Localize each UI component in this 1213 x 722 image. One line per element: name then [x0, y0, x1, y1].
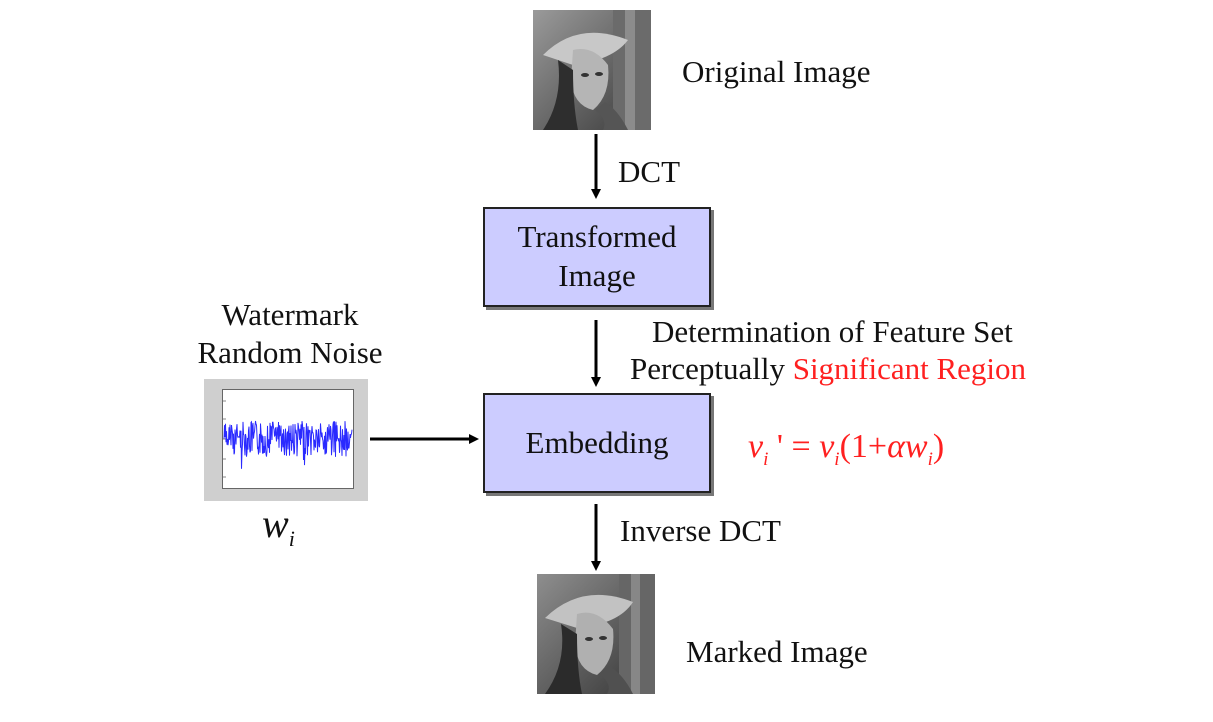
formula-sub-i3: i: [927, 448, 933, 470]
formula-open: (1+: [839, 428, 888, 465]
dct-label: DCT: [618, 154, 680, 189]
inverse-dct-label: Inverse DCT: [620, 513, 781, 548]
significant-region-highlight: Significant Region: [792, 351, 1027, 386]
formula-prime: ' =: [768, 428, 820, 465]
portrait-photo-icon: [537, 574, 655, 694]
transformed-image-line2: Image: [558, 258, 636, 293]
watermark-noise-thumbnail: [204, 379, 368, 501]
formula-w: w: [904, 428, 928, 465]
formula-v2: v: [819, 428, 835, 465]
formula-alpha: α: [887, 428, 905, 465]
portrait-photo-icon: [533, 10, 651, 130]
marked-image-thumbnail: [537, 574, 655, 694]
feature-set-label: Determination of Feature Set: [652, 314, 1013, 349]
original-image-thumbnail: [533, 10, 651, 130]
watermark-symbol-w: w: [262, 501, 289, 546]
noise-signal-icon: [222, 389, 354, 489]
embedding-label: Embedding: [525, 424, 669, 460]
watermark-label-line1: Watermark: [221, 297, 359, 332]
watermark-label-line2: Random Noise: [197, 335, 383, 370]
formula-sub-i2: i: [834, 448, 840, 470]
formula-close: ): [932, 428, 945, 465]
watermark-symbol-subscript: i: [288, 526, 295, 551]
formula-sub-i: i: [763, 448, 769, 470]
original-image-label: Original Image: [682, 54, 871, 89]
embedding-formula: vi ' = vi(1+αwi): [748, 430, 944, 469]
formula-v: v: [748, 428, 764, 465]
significant-region-label: Perceptually Significant Region: [630, 353, 1026, 384]
noise-plot-area: [222, 389, 354, 489]
embedding-box: Embedding: [483, 393, 711, 493]
watermark-symbol: wi: [262, 504, 295, 550]
significant-region-prefix: Perceptually: [630, 351, 793, 386]
transformed-image-box: Transformed Image: [483, 207, 711, 307]
transformed-image-line1: Transformed: [517, 219, 677, 255]
marked-image-label: Marked Image: [686, 634, 868, 669]
